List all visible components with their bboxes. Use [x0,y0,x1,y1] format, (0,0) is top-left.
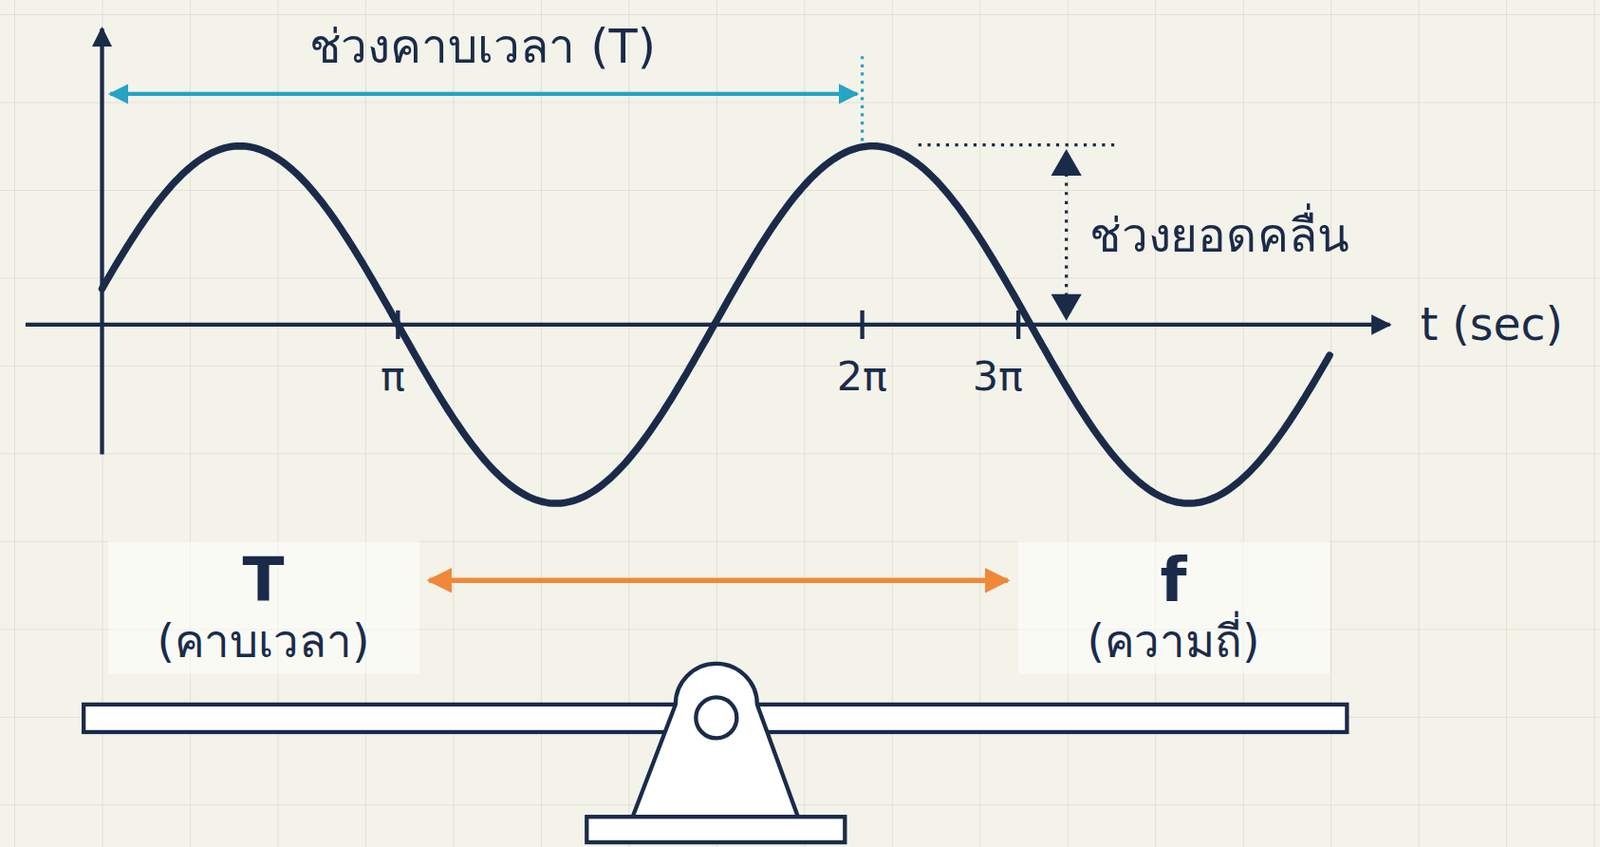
tick-label: 3π [972,351,1024,401]
quantity-box: f(ความถี่) [1018,540,1330,674]
quantity-name: (คาบเวลา) [156,614,370,670]
tick-label: 2π [837,351,888,401]
tick-label: π [380,351,406,401]
relation-arrow [428,577,1008,583]
period-label: ช่วงคาบเวลา (T) [309,18,656,75]
axis-label: t (sec) [1420,297,1563,352]
symbol-text: f [1160,544,1188,615]
quantity-name: (ความถี่) [1087,614,1261,670]
quantity-box: T(คาบเวลา) [107,540,419,674]
symbol-text: T [241,544,284,615]
amplitude-label: ช่วงยอดคลื่น [1089,206,1349,263]
